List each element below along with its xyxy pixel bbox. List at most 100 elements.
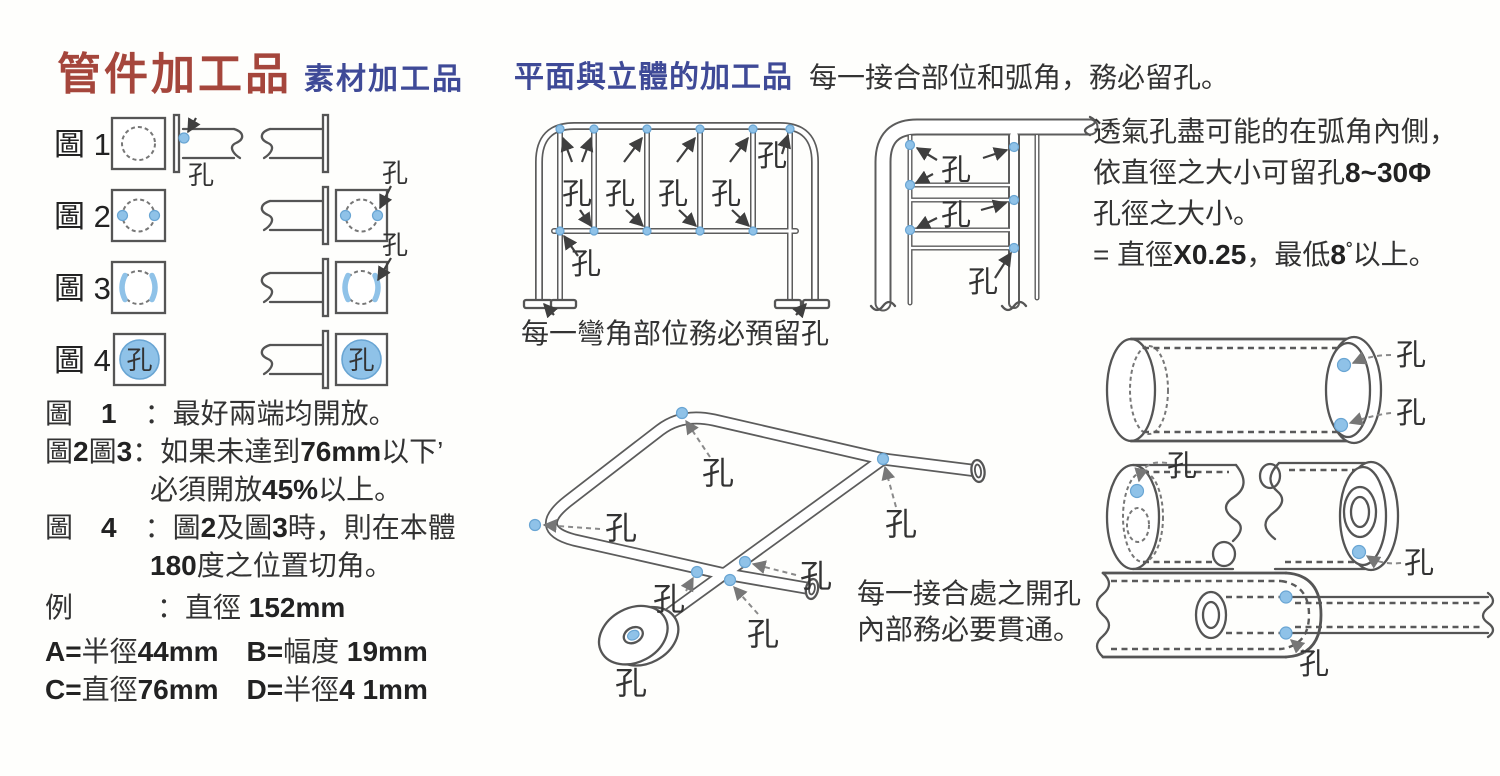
note-line: 例 ：直徑 152mm [45,592,346,623]
hole-label: 孔 [188,160,214,190]
full-hole [119,339,160,380]
corner-arrows [914,147,1012,279]
figure-row-1: 圖 1 孔 [54,113,330,190]
hole-label: 孔 [382,230,408,260]
hidden-hole [1126,507,1150,543]
hole-label: 孔 [1404,547,1434,580]
end-plate-face [110,116,167,171]
hole-label: 孔 [562,178,592,211]
middle-title: 平面與立體的加工品 [514,61,793,94]
hole-label: 孔 [1396,339,1426,372]
railing-tubes [535,122,819,305]
pipe-figures-diagram: 圖 1 孔 圖 2 孔 圖 3 [54,113,408,390]
hole-dot [148,209,161,222]
note-line: 孔徑之大小。 [1093,198,1262,229]
hole-slot [342,272,351,303]
hole-dot [1129,483,1145,499]
pipe-broken-end [230,127,244,160]
hole-label: 孔 [941,154,971,187]
torn-edge [1264,461,1284,541]
hole-label: 孔 [1299,648,1329,681]
railing-feet [522,298,831,310]
hole-label: 孔 [885,506,917,542]
hole-label: 孔 [702,455,734,491]
railing-diagram: 孔 孔 孔 孔 孔 孔 [522,122,831,319]
figure-label: 圖 4 [54,343,111,378]
note-line: 必須開放45%以上。 [150,474,403,505]
full-hole [341,339,382,380]
figure-label: 圖 3 [54,271,111,306]
frame-3d-hole-labels: 孔 孔 孔 孔 孔 孔 孔 [605,455,917,701]
tube-break-mark [1095,571,1111,659]
cylinder-pair: 孔 孔 [1105,450,1434,580]
hole-dot [1279,590,1293,604]
hole-label: 孔 [1167,450,1197,483]
note-line: C=直徑76mm D=半徑4 1mm [45,674,428,705]
figure-row-3: 圖 3 孔 [54,230,408,318]
hole-dot [1351,544,1367,560]
cylinder-top: 孔 孔 [1105,335,1426,445]
figure-label: 圖 2 [54,199,111,234]
corner-tubes [869,115,1099,312]
joint-caption-line: 每一接合處之開孔 [857,578,1082,609]
hole-label: 孔 [711,178,741,211]
tube-break-mark [1083,115,1097,137]
page-title: 管件加工品 [57,50,292,99]
note-line: = 直徑X0.25，最低8°以上。 [1093,238,1437,270]
frame-3d-leaders [542,419,897,615]
frame-3d-diagram: 孔 孔 孔 孔 孔 孔 孔 [528,406,986,701]
hole-label: 孔 [348,345,374,375]
torn-edge [1224,463,1245,543]
joint-caption: 每一接合處之開孔 內部務必要貫通。 [857,576,1081,648]
corner-hole-labels: 孔 孔 孔 [941,154,998,299]
hole-label: 孔 [615,665,647,701]
hole-dot [1279,626,1293,640]
railing-caption: 每一彎角部位務必預留孔 [521,318,830,349]
railing-arrows [543,133,807,319]
hole-label: 孔 [658,178,688,211]
foot-plate [801,298,831,310]
frame-3d-tubes [544,411,986,667]
hole-dot [178,132,190,144]
pipe-broken-end [260,127,274,160]
hole-slot [149,272,158,303]
hole-label: 孔 [1396,397,1426,430]
middle-subtitle: 每一接合部位和弧角，務必留孔。 [809,62,1230,93]
railing-hole-dots [555,124,795,236]
figure-row-2: 圖 2 孔 [54,158,408,246]
hole-label: 孔 [605,510,637,546]
hole-label: 孔 [605,178,635,211]
hole-label: 孔 [941,199,971,232]
hole-dot [371,209,384,222]
corner-hole-dots [904,139,1020,254]
tube-break-mark [1481,591,1495,639]
hole-dot [1336,357,1352,373]
page-title-row: 管件加工品素材加工品 [57,38,464,102]
foot-plate [773,298,803,310]
hole-dot [626,629,640,641]
hole-label: 孔 [747,616,779,652]
hole-dot [1333,417,1349,433]
hole-label: 孔 [126,345,152,375]
hole-slot [119,272,128,303]
note-line: 180度之位置切角。 [150,550,393,581]
middle-title-row: 平面與立體的加工品每一接合部位和弧角，務必留孔。 [514,52,1229,96]
pipe-outline-dashed [121,126,156,161]
hole-slot [372,272,381,303]
vent-hole-notes: 透氣孔盡可能的在弧角內側， 依直徑之大小可留孔8~30Φ 孔徑之大小。 = 直徑… [1093,110,1457,274]
hole-dot [339,209,352,222]
figure-notes: 圖 1 ：最好兩端均開放。 圖2圖3：如果未達到76mm以下’ 必須開放45%以… [45,392,456,706]
note-line: 圖 4 ：圖2及圖3時，則在本體 [45,512,456,543]
joint-caption-line: 內部務必要貫通。 [857,614,1082,645]
note-line: A=半徑44mm B=幅度 19mm [45,636,428,667]
rolled-edge [1211,540,1237,568]
frame-3d-hole-dots [528,406,890,587]
figure-row-4: 圖 4 孔 孔 [54,329,389,390]
hole-dot [116,209,129,222]
cylinder-diagrams: 孔 孔 孔 孔 [1095,335,1495,681]
rounded-cap [1284,571,1323,659]
corner-frame-diagram: 孔 孔 孔 [869,115,1099,312]
tube-open-end [804,577,820,601]
page-subtitle: 素材加工品 [304,63,464,96]
hole-label: 孔 [800,558,832,594]
